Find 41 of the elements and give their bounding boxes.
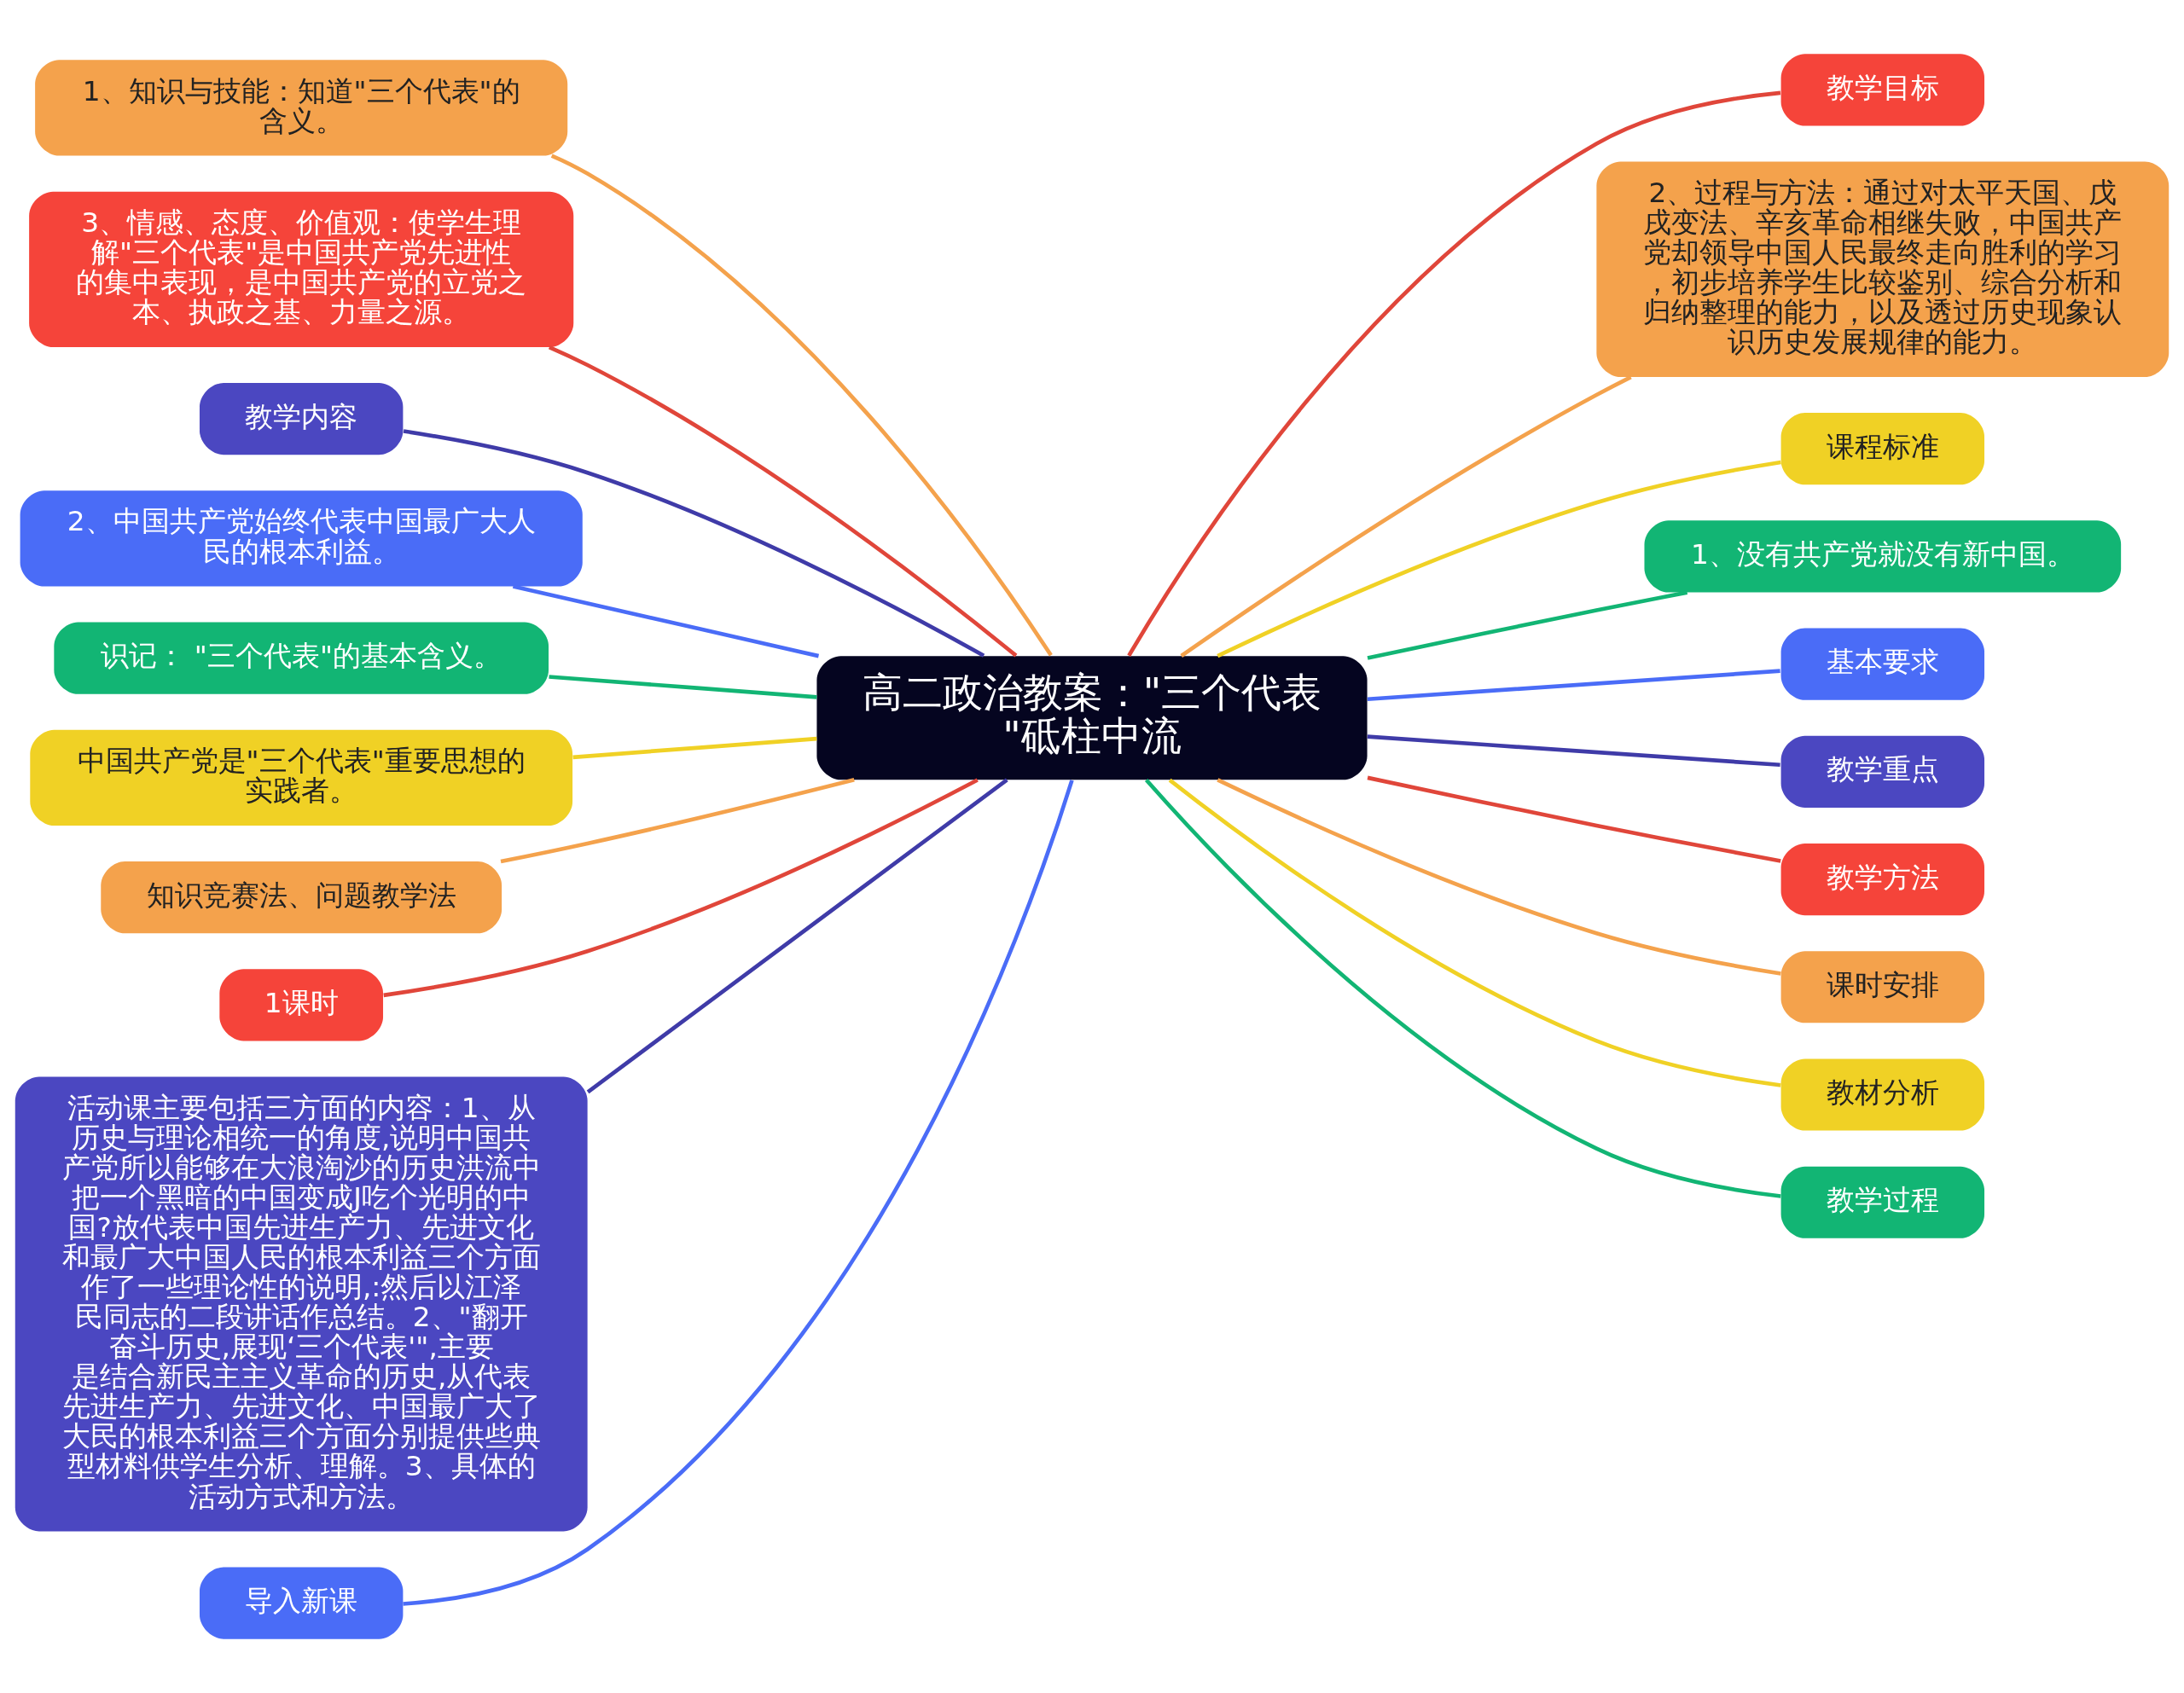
connector: [548, 345, 1018, 658]
connector: [1217, 778, 1781, 976]
node-box: 教学目标: [1780, 54, 1984, 126]
node-box: 活动课主要包括三方面的内容：1、从历史与理论相统一的角度,说明中国共产党所以能够在大浪淘沙的历史洪流中把一个黑暗的中国变成J吃个光明的中国?放代表中国先进生产力、先进文化和最广大中国人民的根本利益三个方面作了一些理论性的说明,:然后以江泽民同志的二段讲话作总结。2、"翻开奋斗历史,展现‘三个代表'",主要是结合新民主主义革命的历史,从代表先进生产力、先进文化、中国最广大了大民的根本利益三个方面分别提供些典型材料供学生分析、理解。3、具体的活动方式和方法。: [15, 1076, 588, 1532]
connector: [500, 778, 855, 864]
node-box: 2、中国共产党始终代表中国最广大人民的根本利益。: [20, 490, 583, 587]
node-box: 高二政治教案："三个代表"砥柱中流: [816, 656, 1368, 780]
node-box: 1、没有共产党就没有新中国。: [1644, 520, 2122, 593]
node-box: 知识竞赛法、问题教学法: [101, 861, 502, 934]
connector: [549, 675, 817, 699]
connector: [1367, 669, 1780, 702]
node-box: 1课时: [219, 969, 383, 1041]
node-box: 识记： "三个代表"的基本含义。: [54, 622, 549, 694]
node-box: 1、知识与技能：知道"三个代表"的含义。: [35, 60, 568, 156]
connector: [1168, 778, 1781, 1087]
connector: [1127, 90, 1781, 657]
node-box: 2、过程与方法：通过对太平天国、戊戌变法、辛亥革命相继失败，中国共产党却领导中国人民最终走向胜利的学习，初步培养学生比较鉴别、综合分析和归纳整理的能力，以及透过历史现象认识历史发展规律的能力。: [1596, 161, 2169, 377]
connector: [586, 778, 1008, 1094]
node-box: 教材分析: [1780, 1058, 1984, 1131]
connector: [1180, 375, 1632, 658]
node-box: 教学内容: [200, 383, 404, 455]
node-box: 中国共产党是"三个代表"重要思想的实践者。: [30, 729, 573, 826]
node-box: 3、情感、态度、价值观：使学生理解"三个代表"是中国共产党先进性的集中表现，是中国共产党的立党之本、执政之基、力量之源。: [29, 191, 574, 347]
connector: [1217, 460, 1781, 658]
connector: [383, 778, 979, 998]
node-box: 课程标准: [1780, 413, 1984, 485]
node-box: 基本要求: [1780, 628, 1984, 700]
connector: [1367, 775, 1781, 863]
node-box: 教学方法: [1780, 844, 1984, 916]
connector: [512, 584, 820, 658]
connector: [550, 154, 1053, 657]
connector: [1144, 778, 1781, 1198]
connector: [403, 429, 985, 658]
connector: [1367, 734, 1780, 768]
connector: [403, 780, 1074, 1606]
connector: [1367, 590, 1688, 660]
node-box: 教学重点: [1780, 735, 1984, 808]
connector: [572, 736, 817, 760]
node-box: 课时安排: [1780, 951, 1984, 1023]
node-box: 导入新课: [200, 1567, 404, 1639]
node-box: 教学过程: [1780, 1166, 1984, 1238]
